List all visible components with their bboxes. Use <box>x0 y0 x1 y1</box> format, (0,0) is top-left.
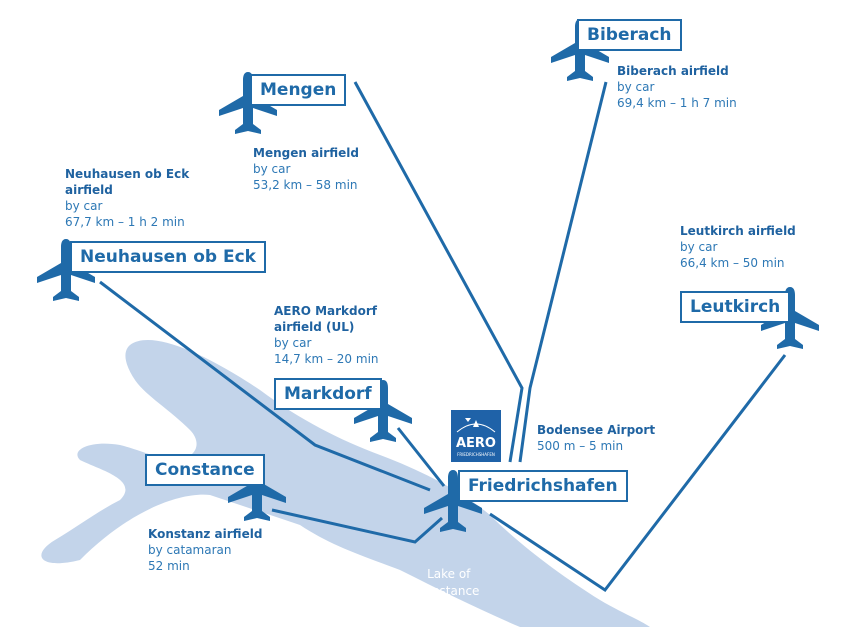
info-title: Konstanz airfield <box>148 527 263 541</box>
info-title: Leutkirch airfield <box>680 224 796 238</box>
info-distance: 14,7 km – 20 min <box>274 352 379 366</box>
info-distance: 500 m – 5 min <box>537 439 624 453</box>
logo-title: AERO <box>455 436 496 451</box>
info-title: Neuhausen ob Eck <box>65 167 190 181</box>
info-constance: Konstanz airfield by catamaran 52 min <box>148 526 262 574</box>
route-markdorf <box>396 427 446 487</box>
info-mode: by car <box>680 240 718 254</box>
info-mode: by car <box>617 80 655 94</box>
info-mode: by car <box>274 336 312 350</box>
info-distance: 69,4 km – 1 h 7 min <box>617 96 737 110</box>
info-mode: by car <box>65 199 103 213</box>
label-neuhausen: Neuhausen ob Eck <box>70 241 266 273</box>
lake-label: Lake of constance <box>418 566 479 600</box>
logo-subtitle: FRIEDRICHSHAFEN <box>457 452 495 457</box>
label-mengen: Mengen <box>250 74 347 106</box>
info-title: Biberach airfield <box>617 64 729 78</box>
info-leutkirch: Leutkirch airfield by car 66,4 km – 50 m… <box>680 223 796 271</box>
lake-label-line: constance <box>418 584 480 598</box>
route-constance <box>271 508 443 544</box>
info-title: AERO Markdorf <box>274 304 378 318</box>
info-title: Mengen airfield <box>253 146 359 160</box>
label-friedrichshafen: Friedrichshafen <box>458 470 628 502</box>
aero-logo: AERO FRIEDRICHSHAFEN <box>451 410 501 462</box>
info-title: airfield <box>65 183 113 197</box>
info-title: airfield (UL) <box>274 320 355 334</box>
info-distance: 52 min <box>148 559 190 573</box>
info-title: Bodensee Airport <box>537 423 656 437</box>
info-biberach: Biberach airfield by car 69,4 km – 1 h 7… <box>617 63 737 111</box>
label-leutkirch: Leutkirch <box>680 291 791 323</box>
route-leutkirch <box>489 354 787 593</box>
gauge-icon <box>456 418 496 433</box>
routes <box>99 81 787 593</box>
info-neuhausen: Neuhausen ob Eck airfield by car 67,7 km… <box>65 166 189 230</box>
label-markdorf: Markdorf <box>274 378 382 410</box>
info-distance: 67,7 km – 1 h 2 min <box>65 215 185 229</box>
info-distance: 53,2 km – 58 min <box>253 178 358 192</box>
label-biberach: Biberach <box>577 19 682 51</box>
info-friedrichshafen: Bodensee Airport 500 m – 5 min <box>537 422 655 454</box>
route-neuhausen <box>99 280 431 492</box>
route-biberach <box>518 81 608 463</box>
lake-label-line: Lake of <box>427 567 471 581</box>
info-mode: by car <box>253 162 291 176</box>
route-mengen <box>353 81 524 463</box>
info-markdorf: AERO Markdorf airfield (UL) by car 14,7 … <box>274 303 379 367</box>
label-constance: Constance <box>145 454 265 486</box>
info-distance: 66,4 km – 50 min <box>680 256 785 270</box>
info-mode: by catamaran <box>148 543 232 557</box>
info-mengen: Mengen airfield by car 53,2 km – 58 min <box>253 145 359 193</box>
lake-of-constance <box>41 340 651 627</box>
